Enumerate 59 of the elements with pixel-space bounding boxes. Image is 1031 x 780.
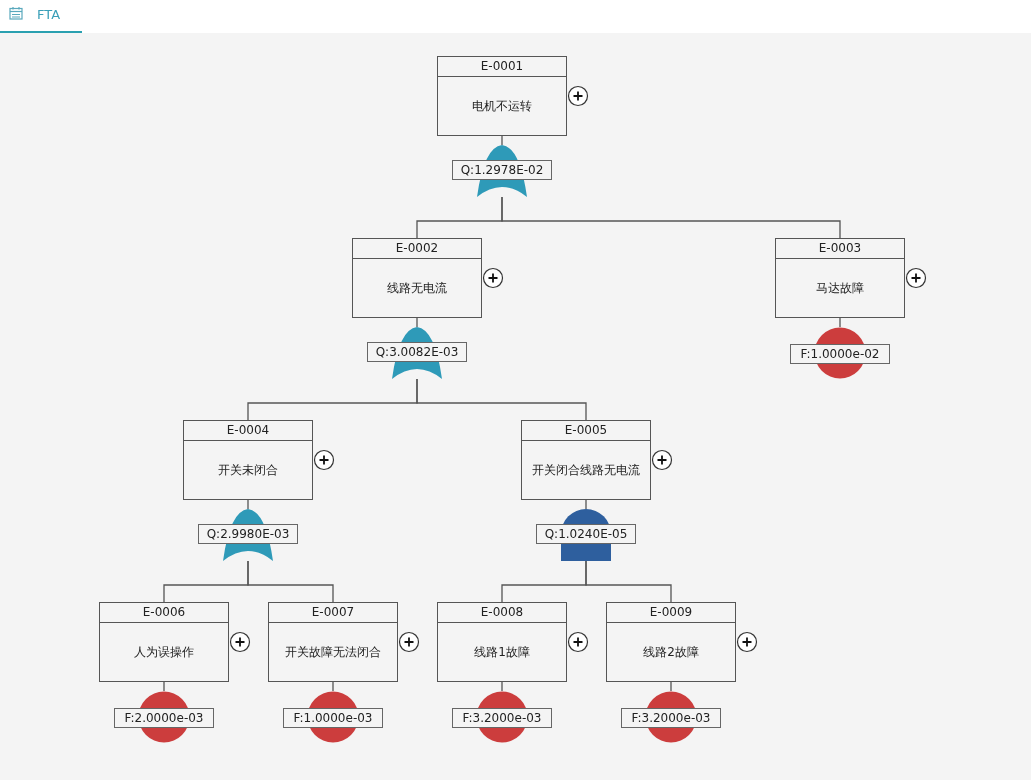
event-box (183, 420, 313, 500)
event-box (606, 602, 736, 682)
basic-event (621, 691, 721, 743)
probability-label: Q:1.2978E-02 (452, 160, 552, 180)
event-id: E-0006 (100, 603, 228, 623)
probability-label: F:3.2000e-03 (621, 708, 721, 728)
tab: FTA (0, 0, 82, 33)
event-id: E-0002 (353, 239, 481, 259)
basic-event (452, 691, 552, 743)
event-id: E-0009 (607, 603, 735, 623)
probability-label: Q:1.0240E-05 (536, 524, 636, 544)
connector-line (839, 317, 841, 328)
or-gate (367, 327, 467, 379)
connector-line (332, 681, 334, 692)
connector-line (501, 135, 503, 146)
basic-event (114, 691, 214, 743)
event-title: 电机不运转 (471, 97, 533, 115)
event-id: E-0003 (776, 239, 904, 259)
probability-label: F:1.0000e-03 (283, 708, 383, 728)
connector-line (501, 681, 503, 692)
connector-line (501, 196, 841, 239)
event-title: 开关闭合线路无电流 (531, 461, 641, 479)
connector-line (247, 560, 334, 603)
event-id: E-0001 (438, 57, 566, 77)
connector-line (585, 560, 672, 603)
connector-line (585, 499, 587, 510)
basic-event (283, 691, 383, 743)
event-title: 马达故障 (815, 279, 865, 297)
probability-label: Q:2.9980E-03 (198, 524, 298, 544)
and-gate (536, 509, 636, 561)
event-box (437, 56, 567, 136)
connector-line (416, 378, 587, 421)
event-box (268, 602, 398, 682)
event-box (99, 602, 229, 682)
event-title: 开关故障无法闭合 (284, 643, 382, 661)
or-gate (198, 509, 298, 561)
connector-line (416, 317, 418, 328)
probability-label: F:2.0000e-03 (114, 708, 214, 728)
connector-line (670, 681, 672, 692)
connector-line (247, 499, 249, 510)
event-box (775, 238, 905, 318)
event-id: E-0008 (438, 603, 566, 623)
event-title: 线路无电流 (386, 279, 448, 297)
probability-label: F:3.2000e-03 (452, 708, 552, 728)
event-id: E-0007 (269, 603, 397, 623)
probability-label: Q:3.0082E-03 (367, 342, 467, 362)
connector-line (163, 681, 165, 692)
event-title: 人为误操作 (133, 643, 195, 661)
event-title: 开关未闭合 (217, 461, 279, 479)
event-id: E-0004 (184, 421, 312, 441)
event-id: E-0005 (522, 421, 650, 441)
basic-event (790, 327, 890, 379)
event-box (352, 238, 482, 318)
event-box (521, 420, 651, 500)
or-gate (452, 145, 552, 197)
probability-label: F:1.0000e-02 (790, 344, 890, 364)
event-title: 线路2故障 (642, 643, 700, 661)
event-box (437, 602, 567, 682)
event-title: 线路1故障 (473, 643, 531, 661)
